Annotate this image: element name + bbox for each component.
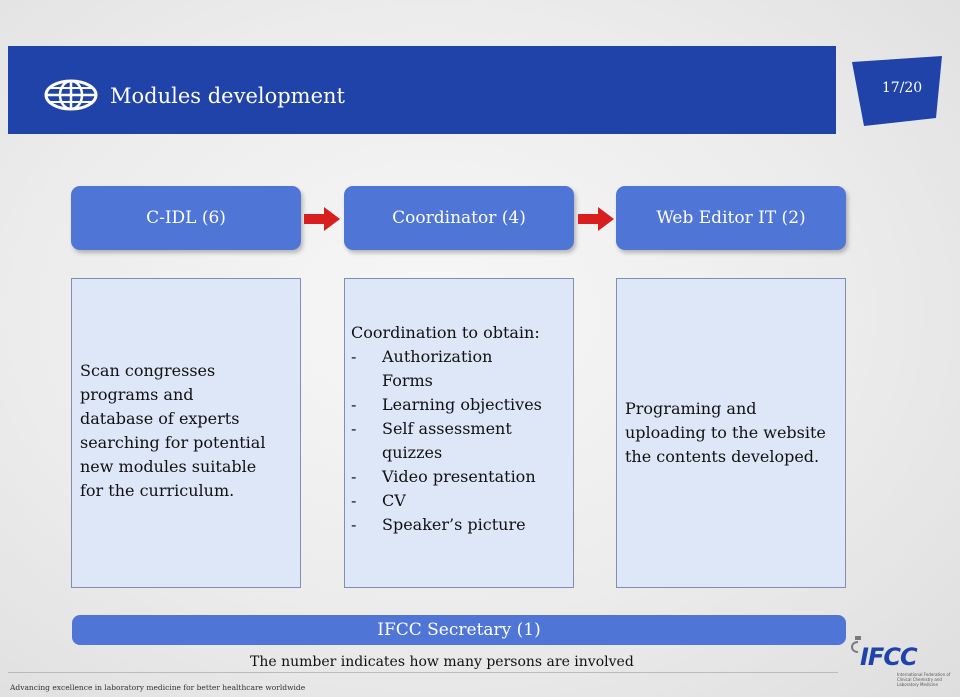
ifcc-logo [851, 636, 861, 653]
bullet-dash: - [351, 347, 357, 366]
list-item-label: Learning objectives [382, 395, 542, 414]
cidl-description: Scan congresses programs and database of… [80, 359, 265, 503]
divider [8, 672, 838, 673]
text-line: Programing and [625, 399, 757, 418]
list-item: Forms [351, 369, 571, 393]
page-title: Modules development [110, 84, 345, 108]
coordinator-list: - Authorization Forms - Learning objective… [351, 345, 571, 537]
list-item: - Video presentation [351, 465, 571, 489]
list-item: - Speaker’s picture [351, 513, 571, 537]
list-item-label: CV [382, 491, 406, 510]
bullet-dash: - [351, 395, 357, 414]
arrow-right-icon [578, 207, 614, 231]
bullet-dash: - [351, 491, 357, 510]
secretary-bar: IFCC Secretary (1) [72, 615, 846, 645]
list-item: quizzes [351, 441, 571, 465]
list-item: - CV [351, 489, 571, 513]
bullet-dash: - [351, 467, 357, 486]
text-line: uploading to the website [625, 423, 826, 442]
text-line: database of experts [80, 409, 240, 428]
text-line: programs and [80, 385, 194, 404]
list-item-label: Video presentation [382, 467, 536, 486]
list-item-label: quizzes [382, 443, 443, 462]
globe-icon [44, 79, 98, 111]
bullet-dash: - [351, 419, 357, 438]
list-item: - Learning objectives [351, 393, 571, 417]
logo-subtitle: International Federation of Clinical Che… [897, 672, 951, 687]
list-item-label: Authorization [382, 347, 493, 366]
page-number-tab [852, 56, 942, 126]
list-item-label: Forms [382, 371, 433, 390]
coordinator-intro: Coordination to obtain: [351, 323, 540, 342]
text-line: the contents developed. [625, 447, 820, 466]
web-editor-heading-box: Web Editor IT (2) [616, 186, 846, 250]
list-item: - Self assessment [351, 417, 571, 441]
cidl-content-box: Scan congresses programs and database of… [71, 278, 301, 588]
text-line: for the curriculum. [80, 481, 235, 500]
coordinator-heading-box: Coordinator (4) [344, 186, 574, 250]
coordinator-content-box: Coordination to obtain: - Authorization F… [344, 278, 574, 588]
text-line: new modules suitable [80, 457, 257, 476]
page-number: 17/20 [881, 80, 923, 96]
bullet-dash: - [351, 515, 357, 534]
arrow-right-icon [304, 207, 340, 231]
web-editor-content-box: Programing and uploading to the website … [616, 278, 846, 588]
text-line: Scan congresses [80, 361, 216, 380]
footer-tagline: Advancing excellence in laboratory medic… [10, 683, 306, 692]
logo-wordmark: IFCC [860, 643, 918, 671]
list-item-label: Self assessment [382, 419, 512, 438]
title-bar [8, 46, 836, 134]
web-editor-description: Programing and uploading to the website … [625, 397, 826, 469]
cidl-heading-box: C-IDL (6) [71, 186, 301, 250]
footnote: The number indicates how many persons ar… [250, 654, 634, 670]
list-item: - Authorization [351, 345, 571, 369]
list-item-label: Speaker’s picture [382, 515, 526, 534]
text-line: searching for potential [80, 433, 266, 452]
